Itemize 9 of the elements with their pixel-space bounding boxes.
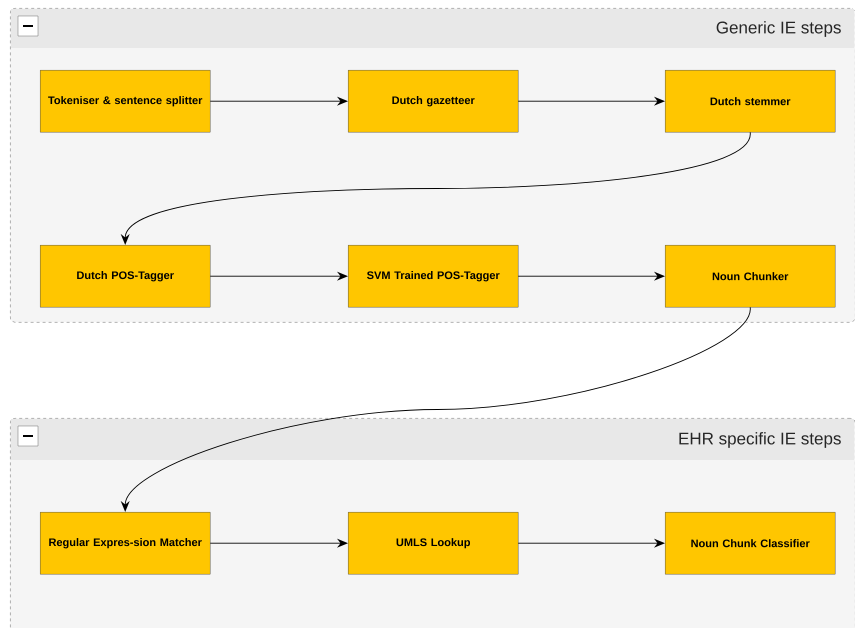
process-box: Noun Chunk Classifier — [665, 512, 836, 574]
process-box: Regular Expres-sion Matcher — [40, 512, 210, 574]
process-box: SVM Trained POS-Tagger — [348, 245, 518, 308]
process-box: Tokeniser & sentence splitter — [40, 70, 210, 132]
process-box: Dutch gazetteer — [348, 70, 518, 132]
process-box: UMLS Lookup — [348, 512, 518, 574]
process-box: Dutch stemmer — [665, 70, 836, 132]
process-box: Noun Chunker — [665, 245, 836, 308]
process-box: Dutch POS-Tagger — [40, 245, 210, 308]
